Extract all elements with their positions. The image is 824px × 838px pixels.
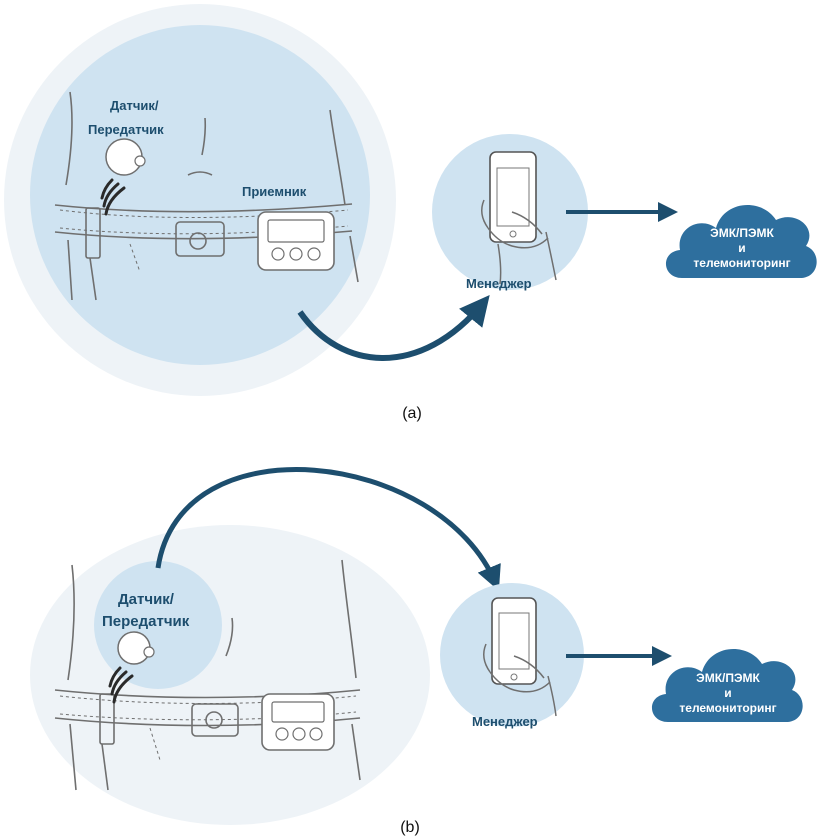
caption-b: (b)	[400, 819, 420, 836]
body-circle	[30, 25, 370, 365]
arrow-receiver-to-manager	[297, 295, 490, 361]
smartphone-icon	[489, 151, 537, 243]
cloud-b-line-2: и	[724, 686, 731, 700]
hand-icon	[481, 199, 557, 285]
cloud-icon-b	[651, 649, 803, 722]
manager-label: Менеджер	[466, 276, 532, 291]
cloud-b-line-3: телемониторинг	[679, 701, 776, 715]
sensor-icon	[105, 138, 146, 176]
arrow-sensor-to-manager	[155, 467, 501, 591]
smartphone-icon-b	[491, 597, 537, 685]
cloud-b-line-1: ЭМК/ПЭМК	[696, 671, 760, 685]
cloud-icon	[665, 205, 817, 278]
cloud-line-3: телемониторинг	[693, 256, 790, 270]
sensor-label-b-2: Передатчик	[102, 613, 190, 630]
cloud-line-2: и	[738, 241, 745, 255]
hand-icon-b	[483, 643, 557, 717]
signal-waves-icon	[100, 178, 126, 216]
manager-label-b: Менеджер	[472, 714, 538, 729]
sensor-label-1: Датчик/	[110, 98, 159, 113]
body-halo-b	[30, 525, 430, 825]
signal-waves-icon-b	[108, 666, 134, 704]
caption-a: (a)	[402, 405, 422, 422]
panel-a: Датчик/ Передатчик Приемник Менеджер	[4, 4, 817, 422]
receiver-icon-b	[261, 693, 335, 751]
cloud-line-1: ЭМК/ПЭМК	[710, 226, 774, 240]
sensor-label-b-1: Датчик/	[118, 591, 175, 608]
sensor-icon-b	[117, 631, 155, 665]
sensor-label-2: Передатчик	[88, 122, 164, 137]
receiver-label: Приемник	[242, 184, 307, 199]
panel-b: Датчик/ Передатчик Менеджер ЭМК/ПЭМК и т…	[30, 467, 803, 836]
receiver-icon	[257, 211, 335, 271]
